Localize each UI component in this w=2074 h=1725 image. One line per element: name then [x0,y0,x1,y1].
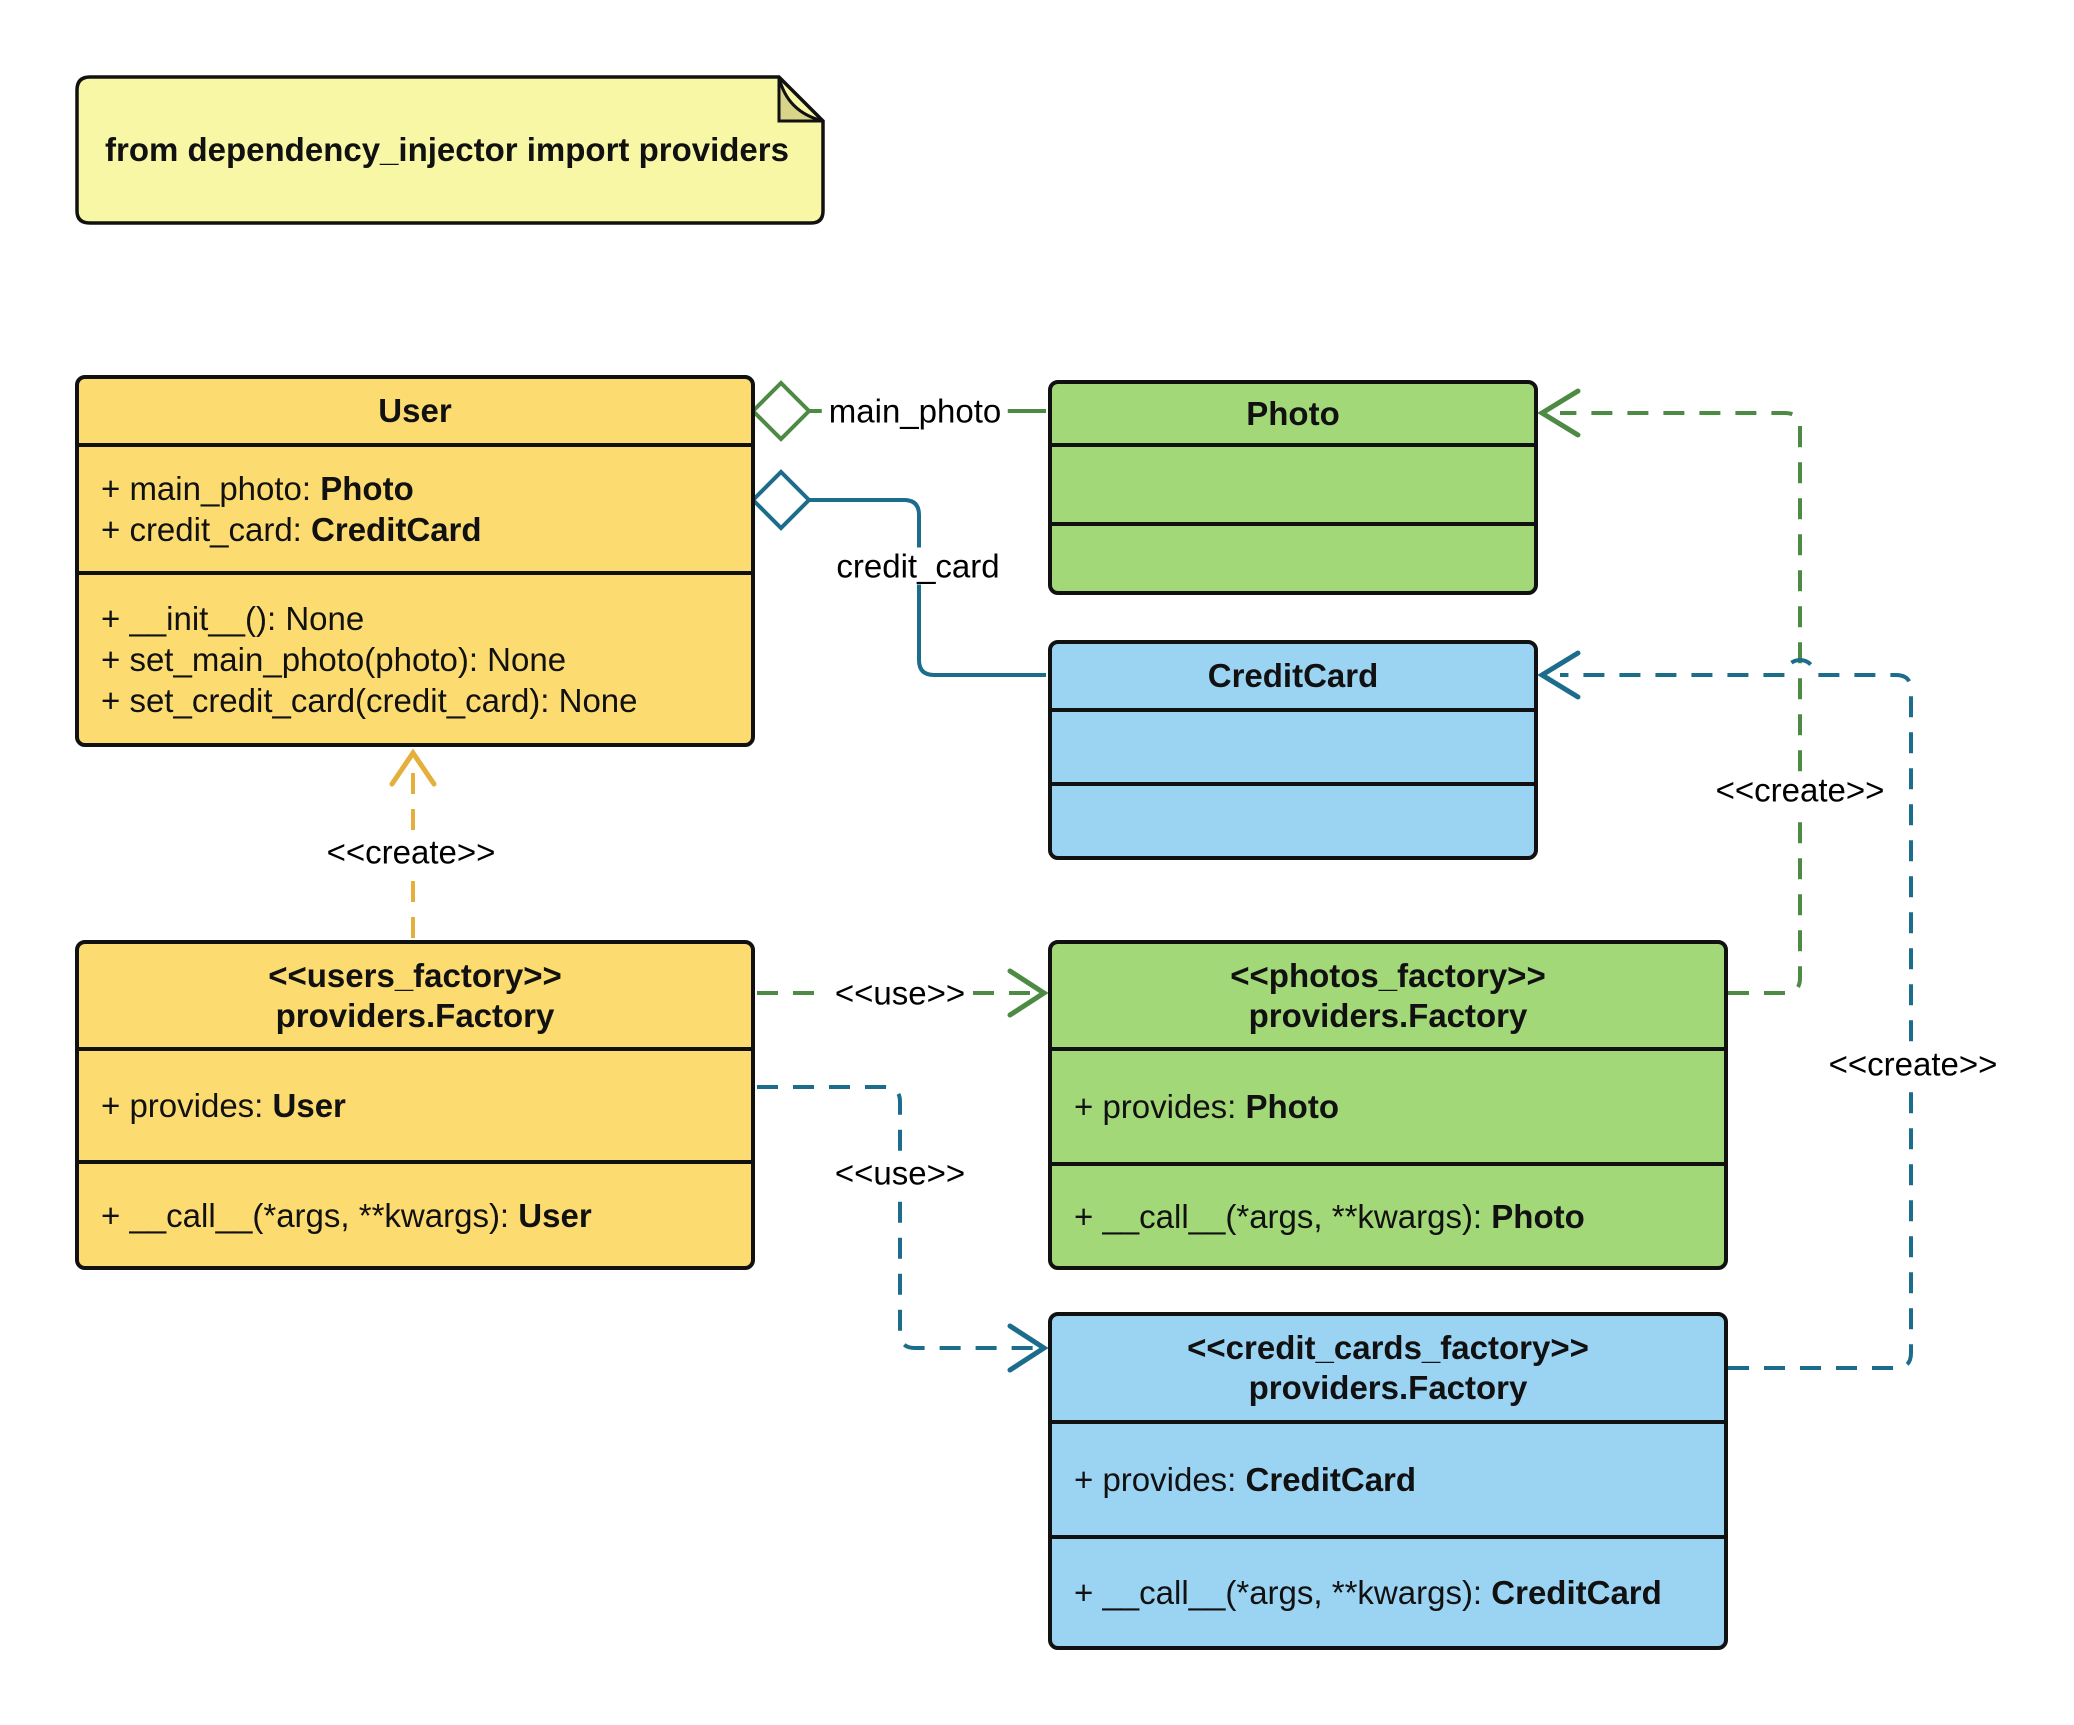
member-text: + credit_card: [101,511,312,548]
class-title-text: User [378,392,452,429]
class-user-title: User [79,379,751,443]
member-type: Photo [1491,1197,1585,1235]
label-use-credit-cards: <<use>> [827,1154,973,1192]
factory-users-methods: + __call__(*args, **kwargs): User [79,1160,751,1266]
class-photo-title: Photo [1052,384,1534,443]
member-type: CreditCard [1491,1574,1662,1611]
member-text: + __call__(*args, **kwargs): [1074,1197,1492,1235]
use-photos-arrow [757,968,1049,1018]
member-type: Photo [1245,1088,1339,1125]
class-credit-card-attributes [1052,708,1534,782]
member-type: Photo [320,470,414,507]
class-photo-attributes [1052,443,1534,522]
class-user: User + main_photo: Photo + credit_card: … [75,375,755,747]
arrowhead-create-credit-card [1537,650,1581,700]
attribute-row: + credit_card: CreditCard [101,509,751,550]
aggregation-credit-card [750,469,1046,677]
member-text: + __call__(*args, **kwargs): [101,1196,519,1234]
stereotype-text: <<credit_cards_factory>> [1187,1329,1589,1366]
member-type: User [518,1196,592,1234]
class-user-attributes: + main_photo: Photo + credit_card: Credi… [79,443,751,571]
note: from dependency_injector import provider… [75,75,825,225]
member-text: + __init__(): None [101,599,365,637]
member-text: + main_photo: [101,470,321,507]
method-row: + __call__(*args, **kwargs): CreditCard [1074,1572,1724,1613]
attribute-row: + main_photo: Photo [101,468,751,509]
arrowhead-use-photos [1007,968,1049,1018]
method-row: + __call__(*args, **kwargs): User [101,1195,751,1236]
factory-credit-cards-attributes: + provides: CreditCard [1052,1420,1724,1535]
factory-credit-cards-title: <<credit_cards_factory>> providers.Facto… [1052,1316,1724,1420]
create-photo-arrow [1537,388,1802,995]
class-credit-card-methods [1052,782,1534,856]
stereotype-text: <<photos_factory>> [1230,956,1546,994]
attribute-row: + provides: Photo [1074,1086,1724,1127]
member-text: + provides: [1074,1088,1246,1125]
note-text: from dependency_injector import provider… [105,131,789,168]
factory-users-attributes: + provides: User [79,1047,751,1160]
member-type: CreditCard [311,511,482,548]
arrowhead-create-user [389,748,437,787]
method-row: + set_credit_card(credit_card): None [101,680,751,721]
member-text: + __call__(*args, **kwargs): [1074,1574,1492,1611]
factory-credit-cards: <<credit_cards_factory>> providers.Facto… [1048,1312,1728,1650]
method-row: + set_main_photo(photo): None [101,639,751,680]
arrowhead-create-photo [1537,388,1581,438]
class-credit-card-title: CreditCard [1052,644,1534,708]
label-create-credit-card: <<create>> [1821,1045,2005,1083]
factory-photos-methods: + __call__(*args, **kwargs): Photo [1052,1162,1724,1266]
label-create-photo: <<create>> [1708,771,1892,809]
factory-credit-cards-methods: + __call__(*args, **kwargs): CreditCard [1052,1535,1724,1646]
member-text: + provides: [1074,1461,1246,1498]
class-title-text: providers.Factory [275,996,555,1034]
note-shape [75,75,825,225]
member-type: User [272,1087,346,1124]
create-credit-card-arrow [1537,650,1913,1370]
label-use-photos: <<use>> [827,974,973,1012]
method-row: + __call__(*args, **kwargs): Photo [1074,1196,1724,1237]
aggregation-diamond-main-photo [750,380,812,442]
note-fold-corner [777,76,824,123]
factory-users-title: <<users_factory>> providers.Factory [79,944,751,1047]
arrowhead-use-credit-cards [1007,1323,1049,1373]
member-text: + provides: [101,1087,273,1124]
class-photo-methods [1052,522,1534,591]
class-title-text: providers.Factory [1248,996,1528,1034]
method-row: + __init__(): None [101,598,751,639]
class-photo: Photo [1048,380,1538,595]
member-type: CreditCard [1245,1461,1417,1498]
attribute-row: + provides: CreditCard [1074,1459,1724,1500]
note-body-shape [75,75,825,225]
class-title-text: CreditCard [1207,657,1379,694]
attribute-row: + provides: User [101,1085,751,1126]
stereotype-text: <<users_factory>> [268,956,562,994]
class-credit-card: CreditCard [1048,640,1538,860]
member-text: + set_main_photo(photo): None [101,640,567,678]
factory-photos-attributes: + provides: Photo [1052,1047,1724,1162]
label-main-photo: main_photo [821,392,1009,430]
aggregation-diamond-credit-card [750,469,812,531]
class-user-methods: + __init__(): None + set_main_photo(phot… [79,571,751,743]
use-credit-cards-arrow [757,1085,1049,1373]
member-text: + set_credit_card(credit_card): None [101,681,638,719]
class-title-text: providers.Factory [1248,1369,1528,1406]
factory-photos-title: <<photos_factory>> providers.Factory [1052,944,1724,1047]
label-create-user: <<create>> [319,833,503,871]
factory-photos: <<photos_factory>> providers.Factory + p… [1048,940,1728,1270]
label-credit-card: credit_card [829,547,1007,585]
factory-users: <<users_factory>> providers.Factory + pr… [75,940,755,1270]
class-title-text: Photo [1246,394,1340,432]
